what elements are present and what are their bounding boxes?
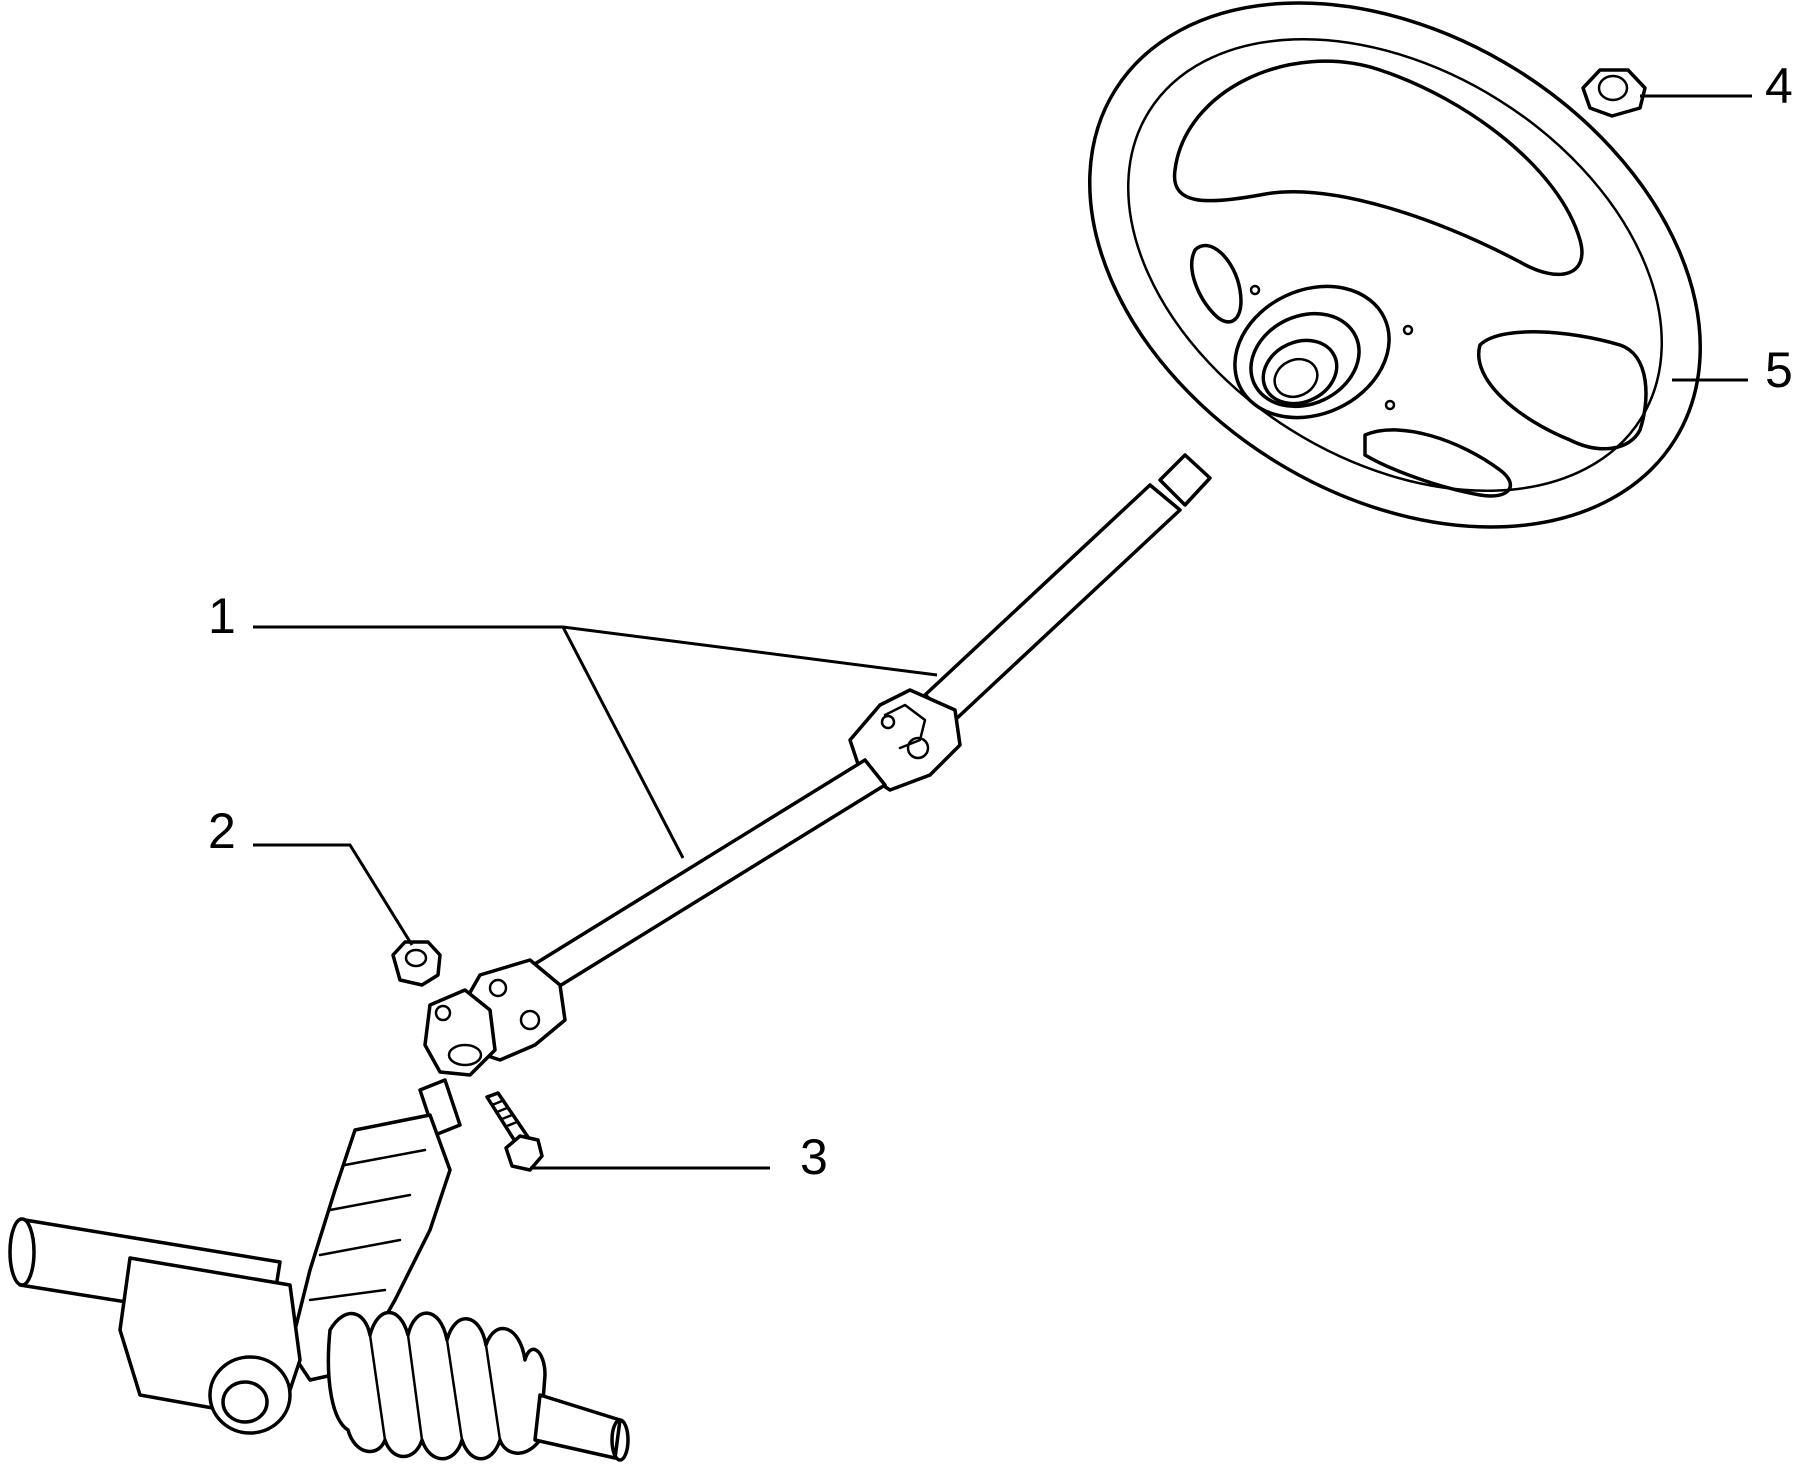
joint-nut (391, 940, 442, 987)
leader-lines (253, 94, 1752, 1170)
steering-wheel-hole (1402, 324, 1414, 336)
steering-wheel-lower-opening (1363, 428, 1513, 498)
tie-rod-right (533, 1393, 622, 1460)
joint-nut-hex (391, 940, 442, 987)
callout-5: 5 (1765, 342, 1793, 398)
clamp-bolt (485, 1091, 544, 1172)
clamp-bolt-thread (490, 1099, 519, 1128)
clamp-bolt-head (504, 1134, 544, 1172)
lower-universal-joint (423, 958, 567, 1077)
steering-shaft (423, 453, 1212, 1077)
steering-wheel-hub-splines (1273, 357, 1319, 399)
wheel-nut-bore (1597, 74, 1629, 102)
wheel-nut (1581, 68, 1647, 118)
steering-wheel-upper-opening (1172, 59, 1584, 277)
leader-line-2 (253, 843, 414, 946)
joint-nut-bore (404, 948, 428, 968)
leader-line-1 (253, 625, 938, 859)
tie-rod-right-end (610, 1418, 630, 1462)
callout-1: 1 (208, 588, 236, 644)
steering-wheel-hub-inner (1261, 338, 1339, 406)
steering-wheel-left-opening (1190, 243, 1243, 324)
steering-rack (8, 1078, 630, 1462)
steering-wheel-right-opening (1476, 330, 1648, 451)
wheel-nut-hex (1581, 68, 1647, 118)
callout-2: 2 (208, 803, 236, 859)
rack-bellows-boot (326, 1310, 547, 1461)
steering-wheel-hole (1384, 399, 1396, 411)
steering-shaft-upper (923, 483, 1182, 722)
callout-3: 3 (800, 1129, 828, 1185)
pinion-housing-ribs (308, 1148, 427, 1302)
steering-wheel-hole (1249, 284, 1261, 296)
callout-4: 4 (1765, 58, 1793, 114)
upper-universal-joint (848, 688, 962, 792)
steering-shaft-spline-end (1158, 453, 1212, 507)
steering-wheel-rim-inner (1126, 37, 1664, 493)
steering-wheel (1088, 1, 1702, 529)
rack-mount-bush-inner (221, 1380, 269, 1424)
steering-shaft-lower (523, 758, 887, 997)
rack-tube-left-end (8, 1217, 36, 1287)
